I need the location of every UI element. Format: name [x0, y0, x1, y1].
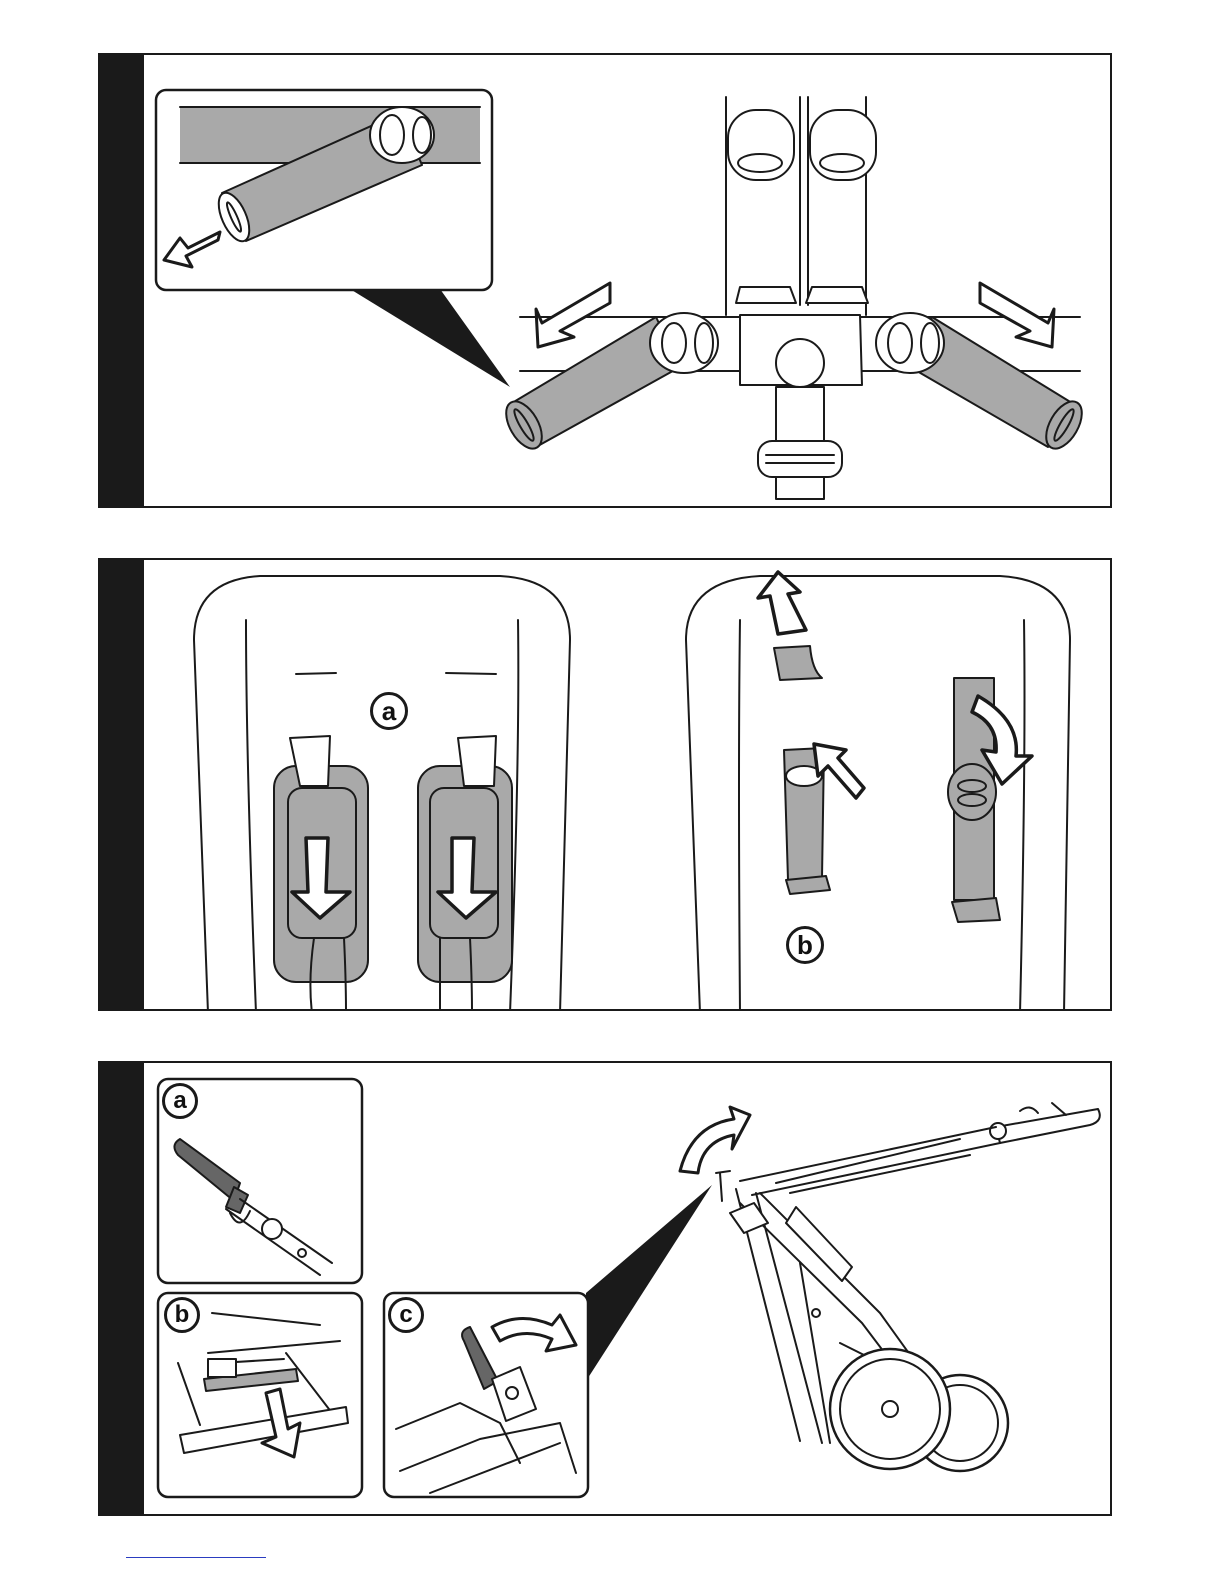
- arrow-icon: [758, 572, 806, 634]
- back-pad-diagram: [100, 560, 1112, 1011]
- instruction-panel-2: a b: [98, 558, 1112, 1011]
- footer-rule: [126, 1557, 266, 1558]
- callout-wedge-icon: [350, 289, 510, 387]
- fold-stroller-diagram: [100, 1063, 1112, 1516]
- center-buckle: [776, 339, 824, 387]
- arrow-icon: [680, 1107, 750, 1173]
- buckle-icon: [728, 110, 876, 180]
- instruction-panel-1: [98, 53, 1112, 508]
- arrow-icon: [980, 283, 1054, 347]
- step-label-a: a: [162, 1083, 198, 1119]
- shoulder-pad-diagram: [100, 55, 1112, 508]
- strap-pad-icon: [784, 678, 1000, 922]
- strap-pad-icon: [499, 313, 718, 455]
- step-label-a: a: [370, 692, 408, 730]
- step-label-c: c: [388, 1297, 424, 1333]
- strap-pad-icon: [876, 313, 1089, 455]
- step-label-b: b: [786, 926, 824, 964]
- step-label-b: b: [164, 1297, 200, 1333]
- arrow-icon: [536, 283, 610, 347]
- instruction-panel-3: a b c: [98, 1061, 1112, 1516]
- callout-wedge-icon: [586, 1185, 712, 1381]
- wheel-icon: [830, 1349, 1008, 1471]
